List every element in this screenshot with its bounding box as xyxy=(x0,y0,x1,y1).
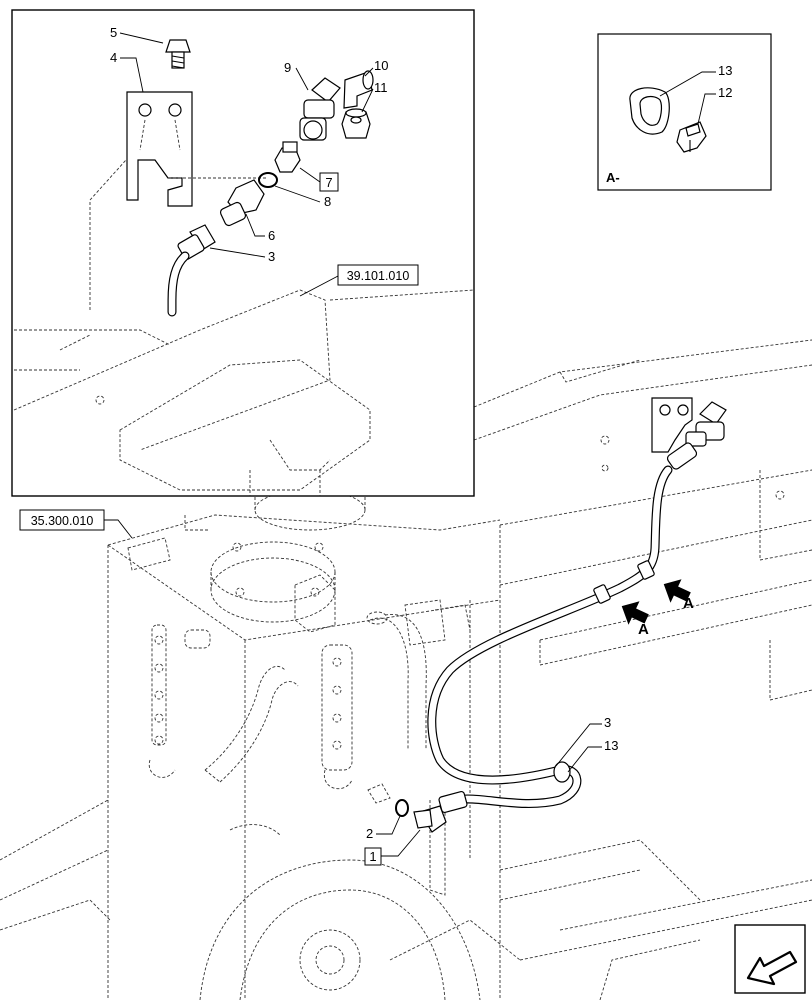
detail-view-a: A- 13 12 xyxy=(597,33,772,191)
main-reference-label: 35.300.010 xyxy=(31,514,94,528)
callout-6: 6 xyxy=(268,228,275,243)
hose-assembly-main xyxy=(395,397,727,833)
bolt xyxy=(165,39,191,69)
lower-o-ring xyxy=(395,799,409,817)
callout-3-main: 3 xyxy=(604,715,611,730)
callout-8: 8 xyxy=(324,194,331,209)
callout-11: 11 xyxy=(374,80,388,95)
clamp-a-1 xyxy=(637,560,655,580)
o-ring xyxy=(258,172,278,188)
svg-text:A: A xyxy=(638,621,649,638)
lower-elbow-fitting xyxy=(395,790,468,833)
elbow-fitting xyxy=(343,70,374,109)
boxed-callout-1 xyxy=(364,847,382,866)
reference-box-main: 35.300.010 xyxy=(19,509,133,539)
callout-7: 7 xyxy=(325,175,332,190)
callout-12: 12 xyxy=(718,85,732,100)
callout-2: 2 xyxy=(366,826,373,841)
reference-box-inset: 39.101.010 xyxy=(299,264,419,297)
left-port-column xyxy=(148,624,211,778)
svg-text:A: A xyxy=(683,595,694,612)
mounting-bracket xyxy=(126,91,268,207)
view-marker-a-1: A xyxy=(663,579,694,612)
hose-ring-13 xyxy=(553,761,571,783)
main-bracket xyxy=(651,397,693,453)
inset-callouts: 5 4 9 10 11 7 8 6 3 xyxy=(110,25,388,264)
machine-frame-background xyxy=(0,339,812,1000)
adapter-fitting xyxy=(274,141,301,173)
callout-9: 9 xyxy=(284,60,291,75)
view-marker-a-2: A xyxy=(621,601,649,638)
inset-reference-label: 39.101.010 xyxy=(347,269,410,283)
clamp-a-2 xyxy=(593,584,611,604)
hex-nut xyxy=(341,108,371,139)
main-coupling xyxy=(666,442,698,470)
middle-port-column xyxy=(321,644,353,790)
callout-10: 10 xyxy=(374,58,388,73)
callout-3-inset: 3 xyxy=(268,249,275,264)
callout-5: 5 xyxy=(110,25,117,40)
hose-clip xyxy=(676,121,707,153)
inset-detail-frame: 39.101.010 xyxy=(11,9,475,497)
hose-end-fitting xyxy=(167,224,216,317)
ball-valve xyxy=(299,77,341,141)
quick-coupling xyxy=(219,179,265,227)
hose-clamp-ring xyxy=(629,87,670,135)
main-callouts: 3 13 2 1 xyxy=(364,715,618,866)
callout-1: 1 xyxy=(369,849,376,864)
callout-4: 4 xyxy=(110,50,117,65)
callout-13-main: 13 xyxy=(604,738,618,753)
callout-13-detail: 13 xyxy=(718,63,732,78)
arrow-forward-left-icon xyxy=(734,924,806,994)
detail-view-label: A- xyxy=(606,170,620,185)
main-valve xyxy=(685,401,727,447)
